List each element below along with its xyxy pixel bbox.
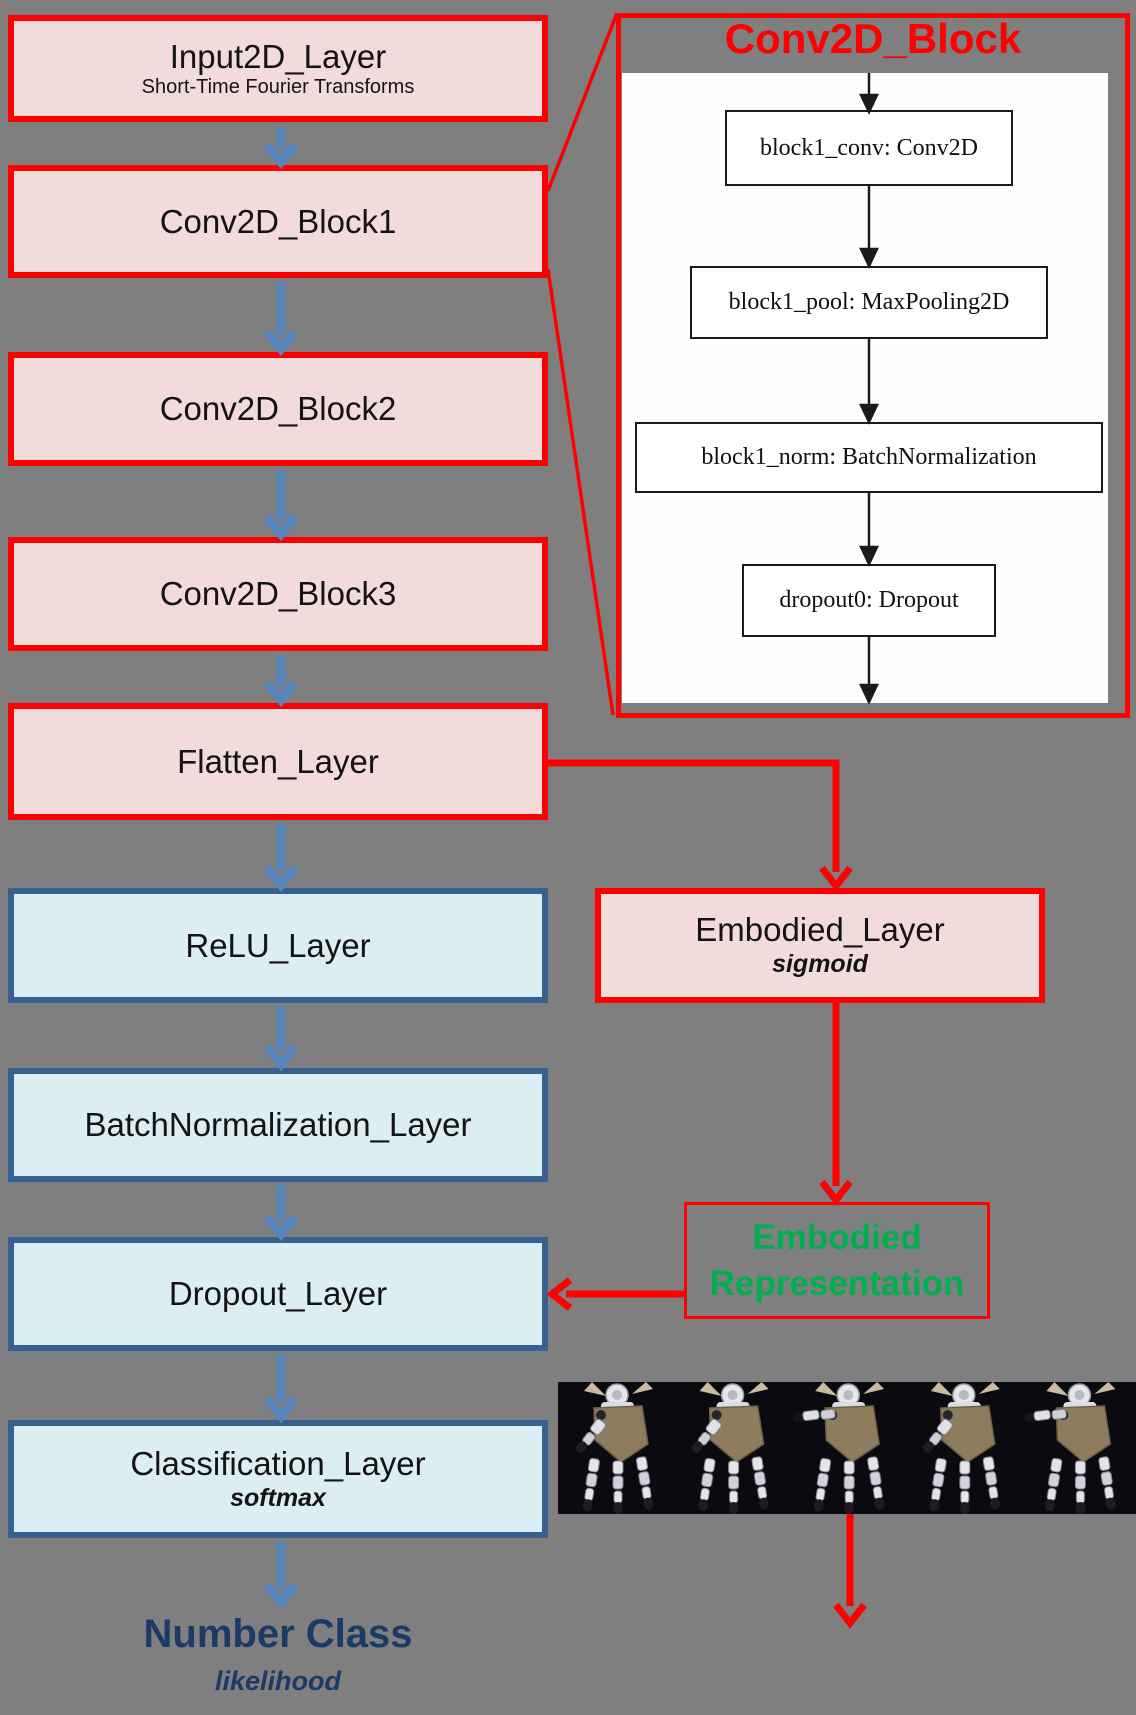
layer-box-input2d: Input2D_Layer Short-Time Fourier Transfo… [8,15,548,122]
layer-label: BatchNormalization_Layer [84,1106,472,1144]
layer-box-dropout: Dropout_Layer [8,1237,548,1351]
layer-box-conv2d-block2: Conv2D_Block2 [8,352,548,466]
layer-label: Conv2D_Block1 [159,202,397,240]
conv2d-block-zoom-frame [616,13,1130,718]
layer-label: Conv2D_Block2 [159,390,397,428]
zoom-callout-lines [546,12,619,716]
graph-node-dropout0: dropout0: Dropout [742,564,996,637]
output-class-title: Number Class [143,1612,413,1656]
graph-node-block1-conv: block1_conv: Conv2D [725,110,1013,186]
layer-sublabel: sigmoid [772,949,868,978]
layer-box-conv2d-block1: Conv2D_Block1 [8,165,548,278]
robot-hands-illustration [558,1382,1136,1514]
layer-label: Input2D_Layer [169,37,387,75]
layer-box-flatten: Flatten_Layer [8,703,548,820]
graph-node-block1-norm: block1_norm: BatchNormalization [635,422,1103,493]
layer-label: Classification_Layer [130,1445,426,1483]
embodied-representation-line2: Representation [709,1263,965,1303]
layer-box-relu: ReLU_Layer [8,888,548,1003]
layer-box-classification: Classification_Layer softmax [8,1420,548,1538]
conv2d-block-title: Conv2D_Block [724,15,1022,62]
layer-label: Flatten_Layer [177,742,379,780]
embodied-representation-box: Embodied Representation [684,1202,990,1319]
layer-label: Conv2D_Block3 [159,575,397,613]
blue-flow-arrows [263,127,299,1610]
output-class-subtitle: likelihood [214,1666,341,1696]
layer-box-embodied: Embodied_Layer sigmoid [595,888,1045,1003]
layer-sublabel: Short-Time Fourier Transforms [141,76,415,99]
layer-label: ReLU_Layer [185,926,371,964]
layer-label: Embodied_Layer [695,911,945,949]
layer-box-conv2d-block3: Conv2D_Block3 [8,537,548,651]
layer-sublabel: softmax [230,1483,326,1512]
layer-box-batchnormalization: BatchNormalization_Layer [8,1068,548,1182]
layer-label: Dropout_Layer [168,1275,388,1313]
embodied-representation-line1: Embodied [752,1218,922,1257]
graph-node-block1-pool: block1_pool: MaxPooling2D [690,266,1048,339]
robot-hand-frames-image [558,1382,1136,1514]
flatten-to-embodied-arrow [548,759,840,872]
